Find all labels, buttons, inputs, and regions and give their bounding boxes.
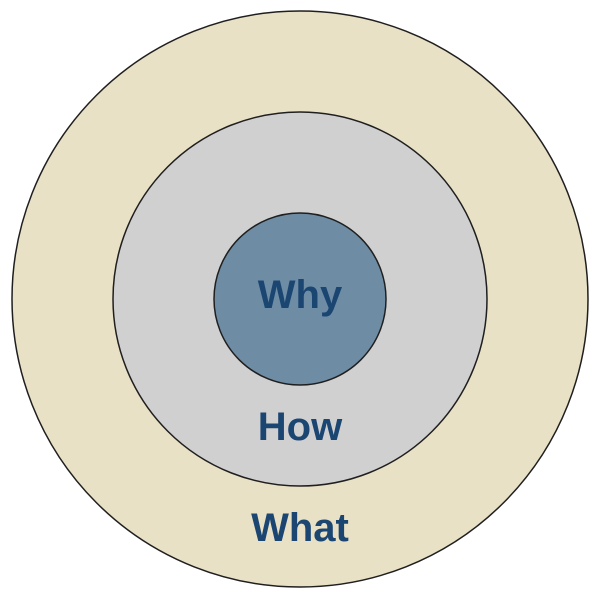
label-why: Why xyxy=(258,273,343,317)
label-what: What xyxy=(251,506,349,550)
circle-why xyxy=(213,212,387,386)
label-how: How xyxy=(258,405,343,449)
